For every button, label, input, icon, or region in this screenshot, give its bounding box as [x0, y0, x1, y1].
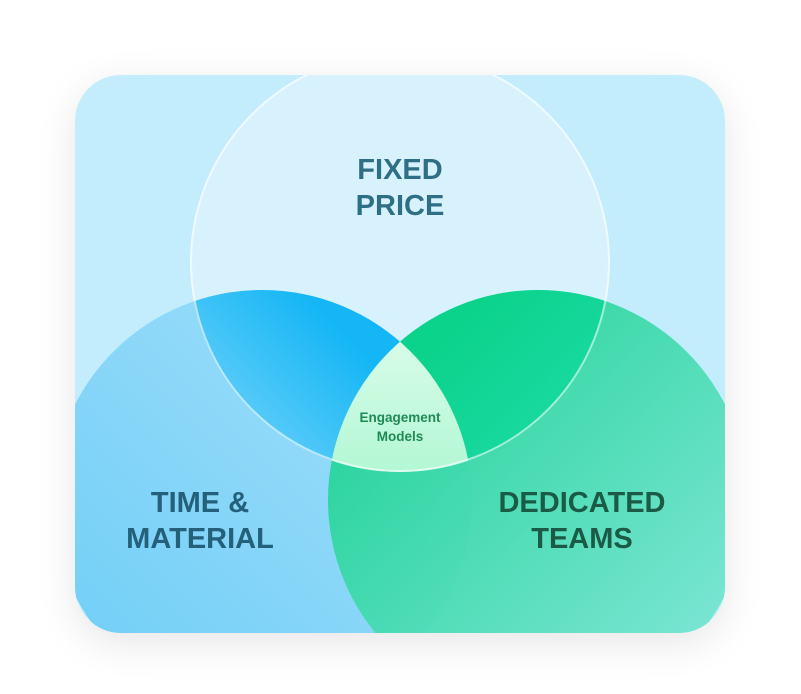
label-line: DEDICATED [498, 487, 666, 519]
label-engagement-models: Engagement Models [330, 408, 470, 446]
label-fixed-price: FIXED PRICE [300, 152, 500, 224]
label-line: FIXED [357, 154, 443, 186]
label-time-material: TIME & MATERIAL [100, 485, 300, 557]
label-line: Engagement [359, 410, 441, 425]
overlap-center [328, 290, 472, 472]
label-line: Models [376, 429, 424, 444]
label-dedicated-teams: DEDICATED TEAMS [472, 485, 692, 557]
label-line: TEAMS [531, 523, 633, 555]
label-line: MATERIAL [126, 523, 274, 555]
label-line: TIME & [150, 487, 250, 519]
label-line: PRICE [355, 190, 445, 222]
